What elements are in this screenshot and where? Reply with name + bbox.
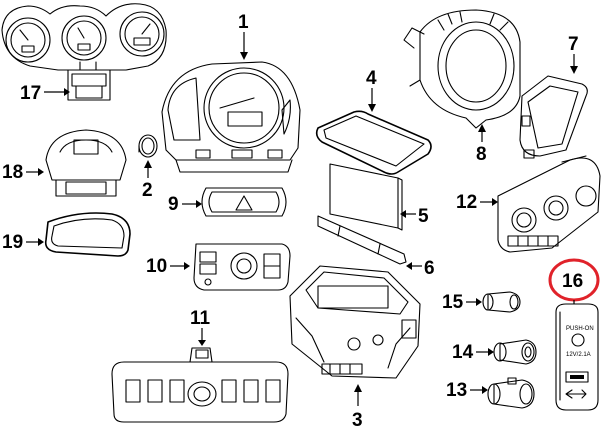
callout-6: 6 bbox=[406, 258, 435, 279]
svg-text:14: 14 bbox=[452, 342, 474, 363]
usb-panel-line2: 12V/2.1A bbox=[566, 352, 591, 358]
callout-7: 7 bbox=[568, 34, 579, 74]
svg-text:3: 3 bbox=[352, 410, 363, 431]
callout-12: 12 bbox=[456, 192, 498, 213]
part-16-usb-module: PUSH-ON 12V/2.1A bbox=[555, 303, 599, 411]
callout-9: 9 bbox=[168, 194, 202, 215]
callout-8: 8 bbox=[476, 124, 487, 165]
callout-16-highlighted: 16 bbox=[548, 258, 600, 304]
svg-text:8: 8 bbox=[476, 144, 487, 165]
part-17-gauge-cluster bbox=[1, 3, 167, 101]
part-9-hazard-switch bbox=[201, 187, 287, 217]
part-7-display-frame bbox=[519, 75, 588, 159]
callout-4: 4 bbox=[366, 68, 377, 112]
usb-panel-line1: PUSH-ON bbox=[566, 326, 594, 332]
svg-text:4: 4 bbox=[366, 68, 377, 89]
part-2-knob bbox=[138, 134, 158, 158]
callout-1: 1 bbox=[238, 12, 249, 60]
svg-text:6: 6 bbox=[424, 258, 435, 279]
svg-text:16: 16 bbox=[562, 271, 583, 292]
callout-15: 15 bbox=[442, 292, 482, 313]
part-11-switch-bar bbox=[111, 347, 289, 423]
part-1-instrument-cluster bbox=[161, 61, 301, 173]
part-18-pod-housing bbox=[45, 129, 127, 197]
svg-text:19: 19 bbox=[2, 232, 23, 253]
svg-text:11: 11 bbox=[190, 308, 211, 329]
callout-17: 17 bbox=[20, 83, 70, 104]
callout-3: 3 bbox=[352, 384, 363, 431]
callout-2: 2 bbox=[142, 160, 153, 201]
part-15-socket bbox=[482, 291, 521, 313]
part-3-console-housing bbox=[289, 265, 421, 379]
svg-text:13: 13 bbox=[446, 380, 467, 401]
part-6-bracket bbox=[317, 215, 407, 265]
svg-text:1: 1 bbox=[238, 12, 249, 33]
callout-5: 5 bbox=[400, 206, 429, 227]
part-5-display-panel bbox=[329, 163, 403, 231]
svg-text:17: 17 bbox=[20, 83, 41, 104]
svg-text:12: 12 bbox=[456, 192, 477, 213]
svg-text:15: 15 bbox=[442, 292, 464, 313]
svg-text:7: 7 bbox=[568, 34, 579, 55]
part-14-socket bbox=[493, 339, 537, 365]
svg-text:18: 18 bbox=[2, 162, 23, 183]
callout-18: 18 bbox=[2, 162, 44, 183]
part-12-control-panel bbox=[497, 155, 601, 253]
part-10-light-switch bbox=[193, 243, 291, 291]
part-8-bezel-ring bbox=[403, 9, 521, 129]
callout-19: 19 bbox=[2, 232, 44, 253]
svg-text:5: 5 bbox=[418, 206, 429, 227]
callout-14: 14 bbox=[452, 342, 494, 363]
callout-11: 11 bbox=[190, 308, 211, 346]
callout-13: 13 bbox=[446, 380, 488, 401]
part-13-socket bbox=[487, 377, 535, 409]
svg-text:2: 2 bbox=[142, 180, 153, 201]
svg-text:10: 10 bbox=[146, 256, 167, 277]
part-4-frame-gasket bbox=[315, 110, 432, 175]
part-19-surround-trim bbox=[44, 212, 131, 257]
callout-10: 10 bbox=[146, 256, 190, 277]
svg-text:9: 9 bbox=[168, 194, 179, 215]
